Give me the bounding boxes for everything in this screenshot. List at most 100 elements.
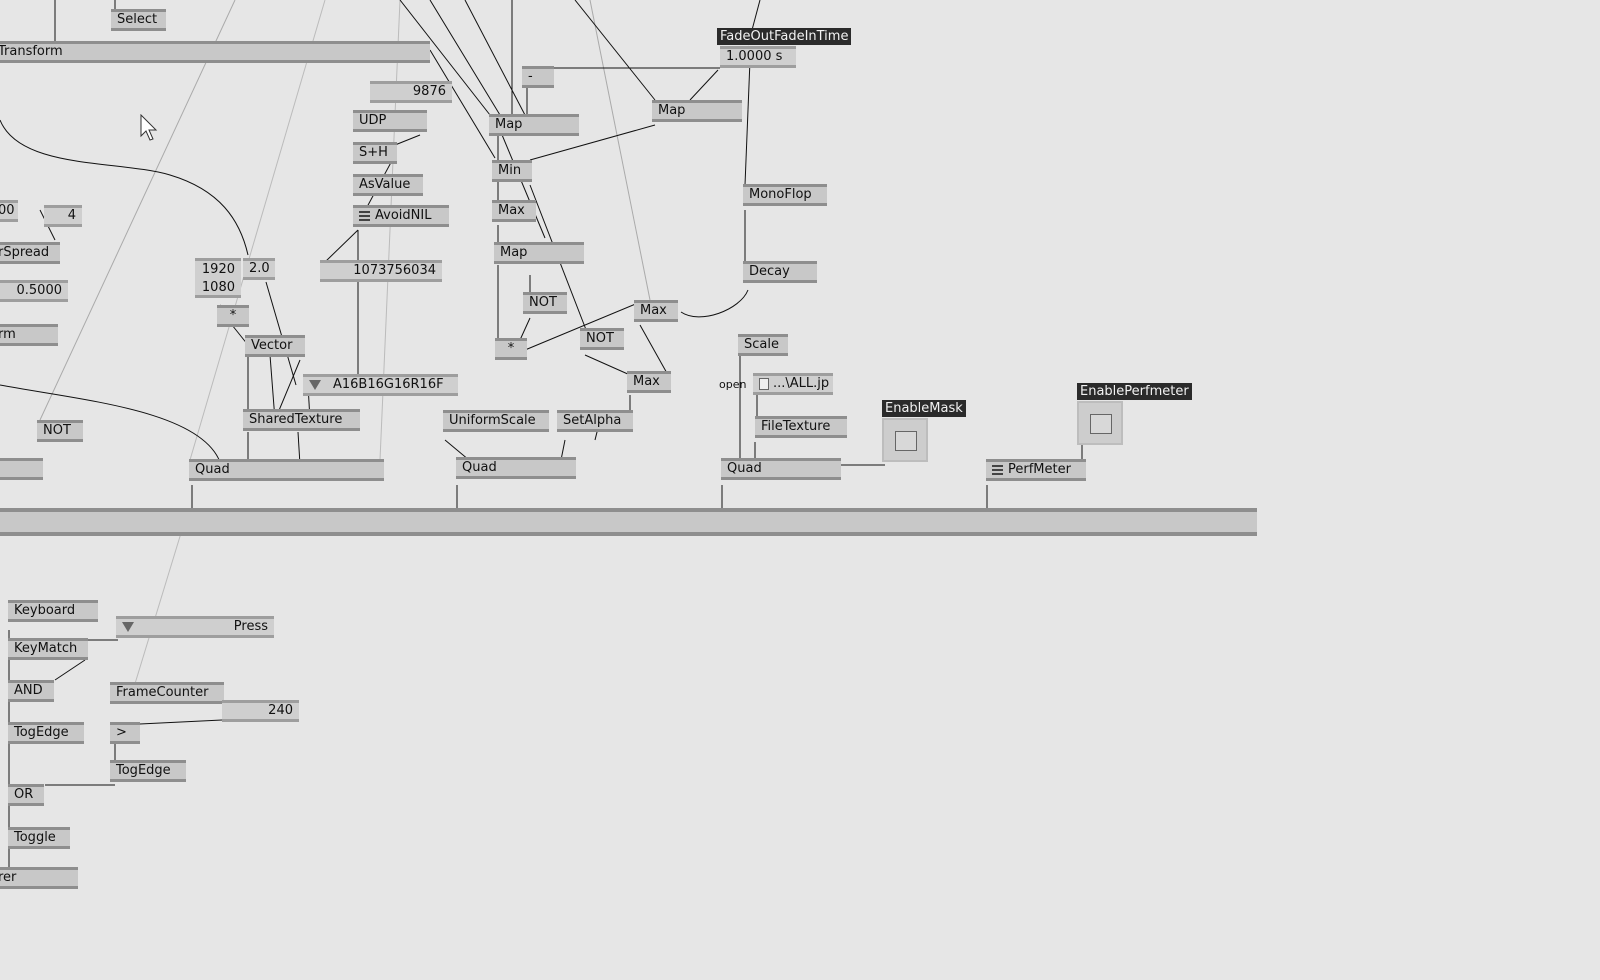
scale-node[interactable]: Scale: [738, 334, 788, 356]
decay-node[interactable]: Decay: [743, 261, 817, 283]
quad-node-1[interactable]: Quad: [189, 459, 384, 481]
togedge-node-1[interactable]: TogEdge: [8, 722, 84, 744]
filetexture-node[interactable]: FileTexture: [755, 416, 847, 438]
enablemask-label: EnableMask: [882, 400, 966, 417]
avoidnil-label: AvoidNIL: [375, 208, 432, 223]
togedge-label-1: TogEdge: [14, 725, 69, 740]
dropdown-arrow-icon: [309, 379, 321, 390]
mult-node-1[interactable]: *: [217, 305, 249, 327]
select-node[interactable]: Select: [111, 9, 166, 31]
setalpha-node[interactable]: SetAlpha: [557, 410, 633, 432]
mouse-cursor-icon: [140, 114, 158, 141]
minus-label: -: [528, 69, 533, 84]
greater-node[interactable]: >: [110, 722, 140, 744]
spread-label: rSpread: [0, 245, 50, 260]
max-node-3[interactable]: Max: [627, 371, 671, 393]
file-input[interactable]: ...\ALL.jp: [753, 373, 833, 395]
or-label: OR: [14, 787, 34, 802]
not-node-2[interactable]: NOT: [580, 328, 624, 350]
setalpha-label: SetAlpha: [563, 413, 622, 428]
togedge-node-2[interactable]: TogEdge: [110, 760, 186, 782]
quad-label-3: Quad: [727, 461, 762, 476]
framecounter-node[interactable]: FrameCounter: [110, 682, 224, 704]
framecounter-label: FrameCounter: [116, 685, 209, 700]
partial-value[interactable]: 00: [0, 200, 18, 222]
enableperfmeter-label: EnablePerfmeter: [1077, 383, 1192, 400]
min-label: Min: [498, 163, 522, 178]
spread-node[interactable]: rSpread: [0, 242, 60, 264]
not-label-2: NOT: [586, 331, 614, 346]
press-select[interactable]: Press: [116, 616, 274, 638]
transform2-node[interactable]: rm: [0, 324, 58, 346]
or-node[interactable]: OR: [8, 784, 44, 806]
decay-label: Decay: [749, 264, 790, 279]
renderer-node[interactable]: rer: [0, 867, 78, 889]
keyboard-node[interactable]: Keyboard: [8, 600, 98, 622]
udp-node[interactable]: UDP: [353, 110, 427, 132]
quad-label-1: Quad: [195, 462, 230, 477]
transform2-label: rm: [0, 327, 16, 342]
not-node-1[interactable]: NOT: [523, 292, 567, 314]
handle-input[interactable]: 1073756034: [320, 260, 442, 282]
sharedtexture-node[interactable]: SharedTexture: [243, 409, 360, 431]
max-node-2[interactable]: Max: [634, 300, 678, 322]
mult-node-2[interactable]: *: [495, 338, 527, 360]
max-label-3: Max: [633, 374, 660, 389]
dropdown-arrow-icon: [122, 622, 134, 632]
minus-node[interactable]: -: [522, 66, 554, 88]
avoidnil-node[interactable]: AvoidNIL: [353, 205, 449, 227]
keymatch-node[interactable]: KeyMatch: [8, 638, 88, 660]
not-label-1: NOT: [529, 295, 557, 310]
port-input[interactable]: 9876: [370, 81, 452, 103]
enableperfmeter-checkbox: [1090, 414, 1112, 434]
map-node-1[interactable]: Map: [489, 114, 579, 136]
factor-input[interactable]: 2.0: [243, 258, 275, 280]
renderer-bar[interactable]: [0, 508, 1257, 536]
frames-input[interactable]: 240: [222, 700, 299, 722]
udp-label: UDP: [359, 113, 387, 128]
asvalue-node[interactable]: AsValue: [353, 174, 423, 196]
enablemask-toggle[interactable]: [882, 418, 928, 462]
max-node-1[interactable]: Max: [492, 200, 536, 222]
width-value: 1920: [201, 262, 235, 277]
togedge-label-2: TogEdge: [116, 763, 171, 778]
monoflop-label: MonoFlop: [749, 187, 812, 202]
vector-label: Vector: [251, 338, 293, 353]
uniformscale-node[interactable]: UniformScale: [443, 410, 549, 432]
filetexture-label: FileTexture: [761, 419, 831, 434]
monoflop-node[interactable]: MonoFlop: [743, 184, 827, 206]
and-node[interactable]: AND: [8, 680, 54, 702]
map-node-3[interactable]: Map: [494, 242, 584, 264]
open-label: open: [719, 378, 747, 391]
quad-node-2[interactable]: Quad: [456, 457, 576, 479]
enablemask-checkbox: [895, 431, 917, 451]
max-label-1: Max: [498, 203, 525, 218]
vector-node[interactable]: Vector: [245, 335, 305, 357]
toggle-node[interactable]: Toggle: [8, 827, 70, 849]
map-label-3: Map: [500, 245, 528, 260]
renderer-label: rer: [0, 870, 17, 885]
format-value: A16B16G16R16F: [333, 377, 444, 392]
sh-node[interactable]: S+H: [353, 142, 397, 164]
map-label-1: Map: [495, 117, 523, 132]
enableperfmeter-toggle[interactable]: [1077, 401, 1123, 445]
format-select[interactable]: A16B16G16R16F: [303, 374, 458, 396]
half-input[interactable]: 0.5000: [0, 280, 68, 302]
press-value: Press: [233, 619, 268, 634]
map-node-2[interactable]: Map: [652, 100, 742, 122]
and-label: AND: [14, 683, 43, 698]
quad-label-2: Quad: [462, 460, 497, 475]
partial-node: [0, 458, 43, 480]
transform-node[interactable]: Transform: [0, 41, 430, 63]
not-node-3[interactable]: NOT: [37, 420, 83, 442]
keyboard-label: Keyboard: [14, 603, 76, 618]
fade-time-input[interactable]: 1.0000 s: [720, 46, 796, 68]
min-node[interactable]: Min: [492, 160, 532, 182]
fade-time-label: FadeOutFadeInTime: [717, 28, 852, 45]
sh-label: S+H: [359, 145, 388, 160]
quad-node-3[interactable]: Quad: [721, 458, 841, 480]
count-input[interactable]: 4: [44, 205, 82, 227]
mult-label-2: *: [507, 341, 515, 356]
perfmeter-node[interactable]: PerfMeter: [986, 459, 1086, 481]
